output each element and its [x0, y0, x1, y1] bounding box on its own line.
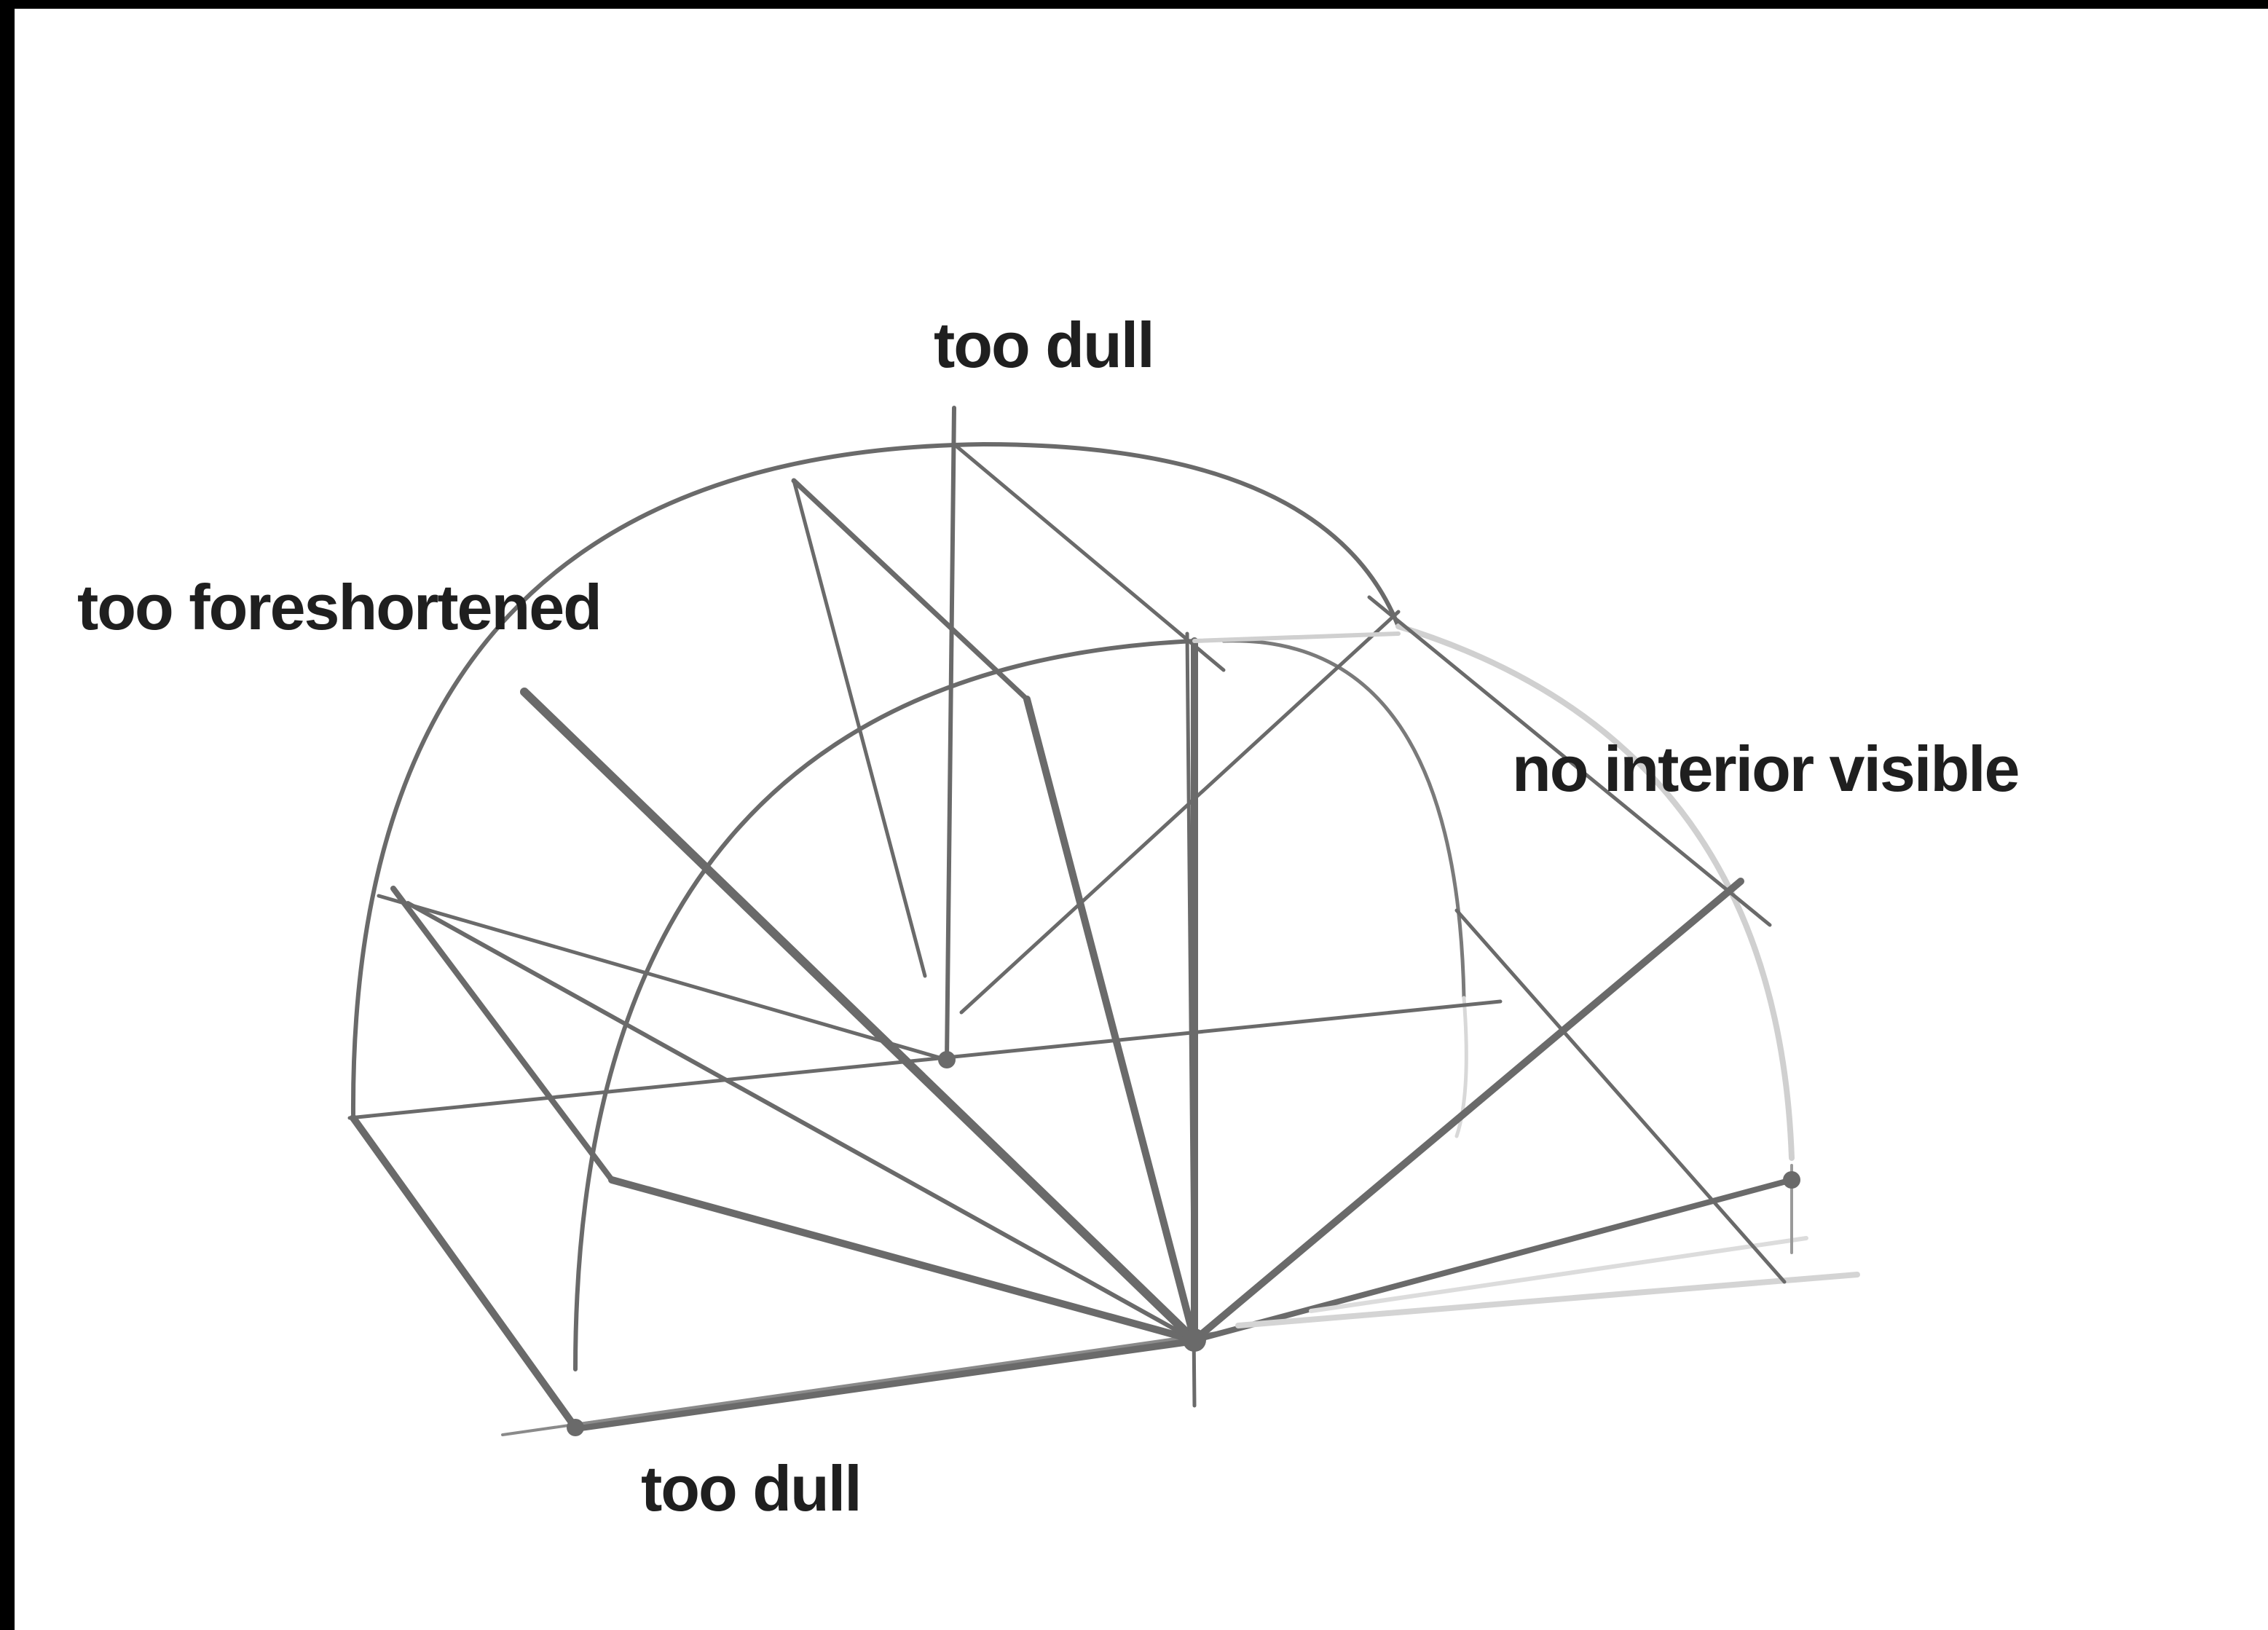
ray-line	[794, 481, 925, 976]
label-top: too dull	[934, 313, 1154, 377]
vertex-marker	[1183, 1328, 1206, 1352]
ray-line	[1027, 699, 1194, 1340]
vertex-marker	[1783, 1171, 1800, 1189]
label-left: too foreshortened	[77, 575, 601, 639]
inner-arc	[575, 641, 1194, 1369]
label-bottom: too dull	[641, 1457, 861, 1521]
box-line	[954, 444, 1224, 670]
edge-line	[575, 1340, 1194, 1428]
outer-arc	[353, 444, 1398, 1114]
edge-line-faint	[1238, 1275, 1857, 1326]
ray-line	[379, 896, 947, 1060]
edge-line	[353, 1118, 575, 1428]
edge-line	[503, 1333, 1216, 1435]
ray-line	[524, 692, 1194, 1340]
label-right: no interior visible	[1512, 737, 2018, 801]
ray-line	[408, 903, 1194, 1340]
ray-line	[961, 612, 1398, 1012]
ray-line	[947, 408, 954, 1060]
box-line	[794, 481, 1027, 699]
ray-line	[1194, 881, 1741, 1340]
vertex-marker	[567, 1419, 584, 1436]
edge-line	[1194, 1180, 1792, 1340]
vertex-marker	[938, 1051, 956, 1068]
mid-arc-right	[1224, 641, 1464, 998]
